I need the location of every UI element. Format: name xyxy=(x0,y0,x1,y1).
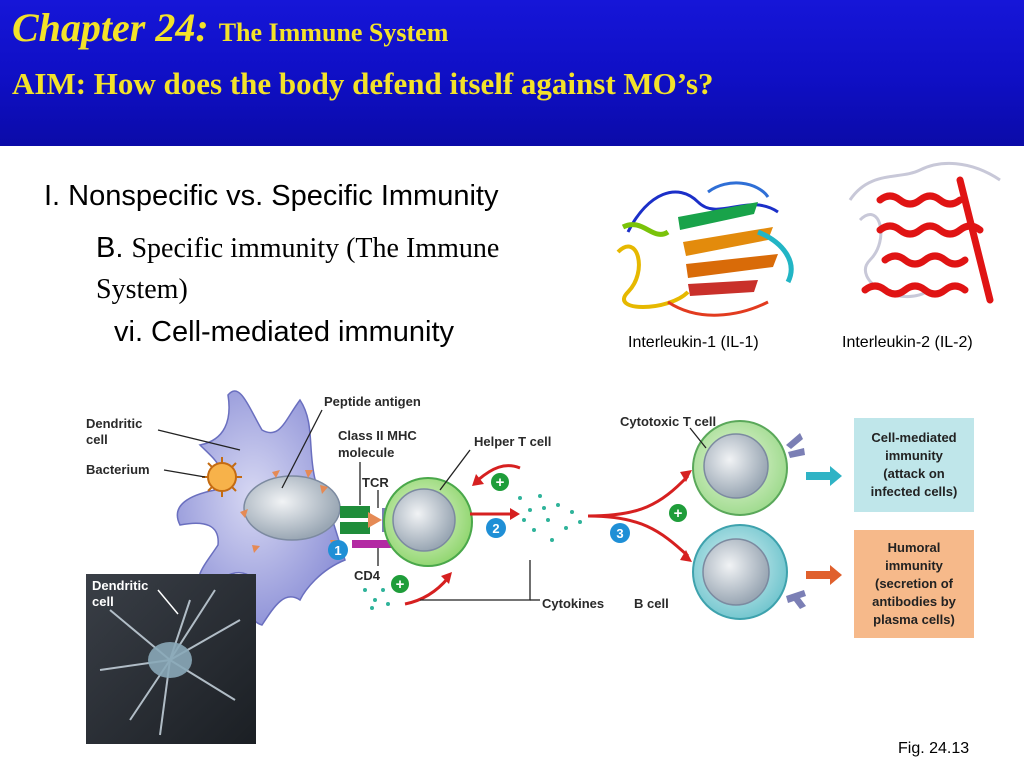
leader-lines xyxy=(157,409,707,601)
plus-badges xyxy=(391,473,687,593)
humoral-line: plasma cells) xyxy=(873,612,955,627)
chapter-label: Chapter 24: xyxy=(12,5,209,50)
outline-level2: B. Specific immunity (The Immune xyxy=(96,232,499,265)
humoral-line: (secretion of xyxy=(875,576,954,591)
cell-mediated-outcome-box xyxy=(854,418,974,512)
slide-title: Chapter 24: The Immune System xyxy=(12,4,448,51)
il2-caption: Interleukin-2 (IL-2) xyxy=(842,334,973,351)
class2-mhc-label: Class II MHC xyxy=(338,428,417,443)
cytotoxic-t-cell-label: Cytotoxic T cell xyxy=(620,414,716,429)
plus-sign: + xyxy=(674,505,683,522)
humoral-line: immunity xyxy=(885,558,944,573)
dendritic-cell xyxy=(176,390,346,626)
tcr-label: TCR xyxy=(362,475,389,490)
cell-mediated-line: immunity xyxy=(885,448,944,463)
step-3-label: 3 xyxy=(616,526,623,541)
class2-mhc-label: molecule xyxy=(338,445,394,460)
bacterium xyxy=(202,457,242,497)
outline-level2-text: Specific immunity (The Immune xyxy=(131,233,500,264)
arrow-heads xyxy=(441,470,692,584)
micrograph-label: Dendritic xyxy=(92,578,148,593)
b-cell-label: B cell xyxy=(634,596,669,611)
outline-level1: I. Nonspecific vs. Specific Immunity xyxy=(44,180,499,212)
step-1-label: 1 xyxy=(334,543,341,558)
cell-mediated-line: infected cells) xyxy=(871,484,958,499)
aim-question: AIM: How does the body defend itself aga… xyxy=(12,66,714,101)
dendritic-cell-micrograph xyxy=(86,574,256,744)
il2-structure-image xyxy=(848,161,1001,304)
bacterium-label: Bacterium xyxy=(86,462,150,477)
outline-level2-continued: System) xyxy=(96,274,188,305)
helper-t-cell xyxy=(383,477,473,567)
humoral-outcome-box xyxy=(854,530,974,638)
step-2-label: 2 xyxy=(492,521,499,536)
title-banner: Chapter 24: The Immune System AIM: How d… xyxy=(0,0,1024,146)
cytokines-label: Cytokines xyxy=(542,596,604,611)
il1-structure-image xyxy=(616,181,794,317)
chapter-subtitle: The Immune System xyxy=(218,18,449,47)
cd4-label: CD4 xyxy=(354,568,381,583)
b-cell xyxy=(692,524,806,620)
outcome-arrows xyxy=(806,466,842,585)
cell-mediated-line: Cell-mediated xyxy=(871,430,956,445)
cytokine-particles xyxy=(363,494,582,610)
plus-sign: + xyxy=(496,474,505,491)
outline-level3: vi. Cell-mediated immunity xyxy=(114,316,455,348)
humoral-line: Humoral xyxy=(888,540,941,555)
peptide-antigen-label: Peptide antigen xyxy=(324,394,421,409)
outline-level2-prefix: B. xyxy=(96,232,124,264)
figure-number: Fig. 24.13 xyxy=(898,740,970,757)
humoral-line: antibodies by xyxy=(872,594,957,609)
cell-mediated-line: (attack on xyxy=(883,466,944,481)
plus-sign: + xyxy=(396,576,405,593)
dendritic-cell-label: Dendritic xyxy=(86,416,142,431)
helper-t-cell-label: Helper T cell xyxy=(474,434,551,449)
step-badges xyxy=(328,518,630,560)
micrograph-label: cell xyxy=(92,594,114,609)
dendritic-cell-label: cell xyxy=(86,432,108,447)
il1-caption: Interleukin-1 (IL-1) xyxy=(628,334,759,351)
cytotoxic-t-cell xyxy=(692,420,805,516)
signal-arrows xyxy=(404,464,690,606)
